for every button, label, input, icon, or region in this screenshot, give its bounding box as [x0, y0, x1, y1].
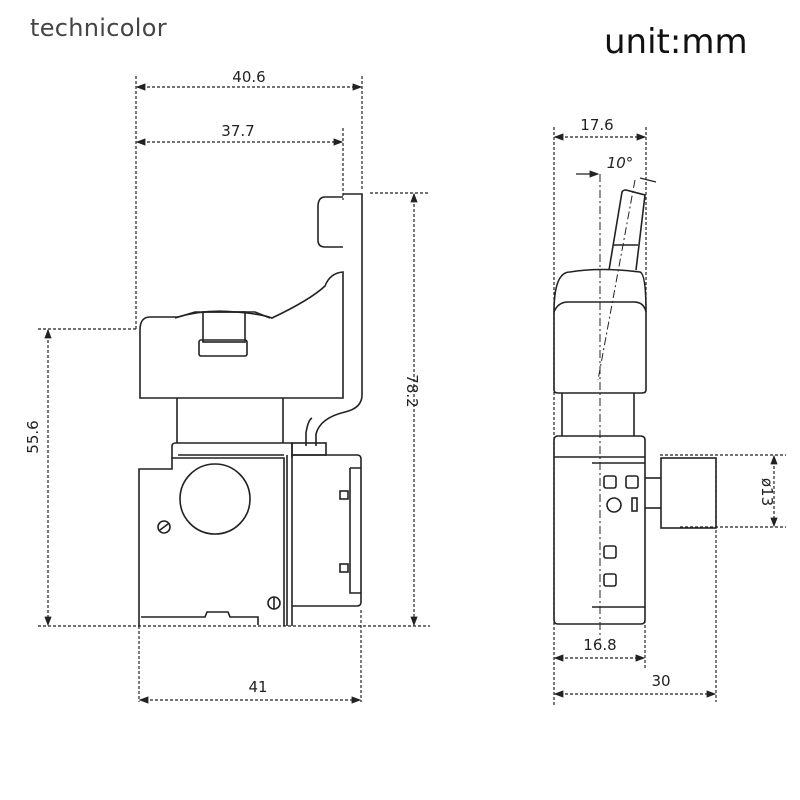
front-circle-window: [179, 463, 251, 535]
side-dimension-lines: [553, 133, 778, 698]
trigger-plunger-base: [198, 339, 248, 357]
lever-wire: [305, 417, 313, 446]
terminal-icon: [603, 545, 617, 559]
dim-side-bottom-overall: 30: [651, 672, 670, 690]
terminal-tab: [339, 490, 349, 500]
front-extension-lines: [38, 76, 430, 702]
center-lines: [597, 174, 636, 640]
trigger-hook: [317, 196, 343, 248]
lock-lever-arm: [315, 193, 363, 446]
dim-side-top: 17.6: [580, 116, 613, 134]
front-view: [38, 76, 430, 704]
terminal-hole-icon: [606, 497, 622, 513]
dim-front-left-height: 55.6: [24, 420, 42, 453]
side-trigger-cap: [553, 268, 647, 313]
side-housing: [553, 435, 646, 625]
brand-logo-text: technicolor: [30, 14, 167, 42]
housing-right: [292, 454, 362, 607]
terminal-icon: [603, 573, 617, 587]
dim-front-bottom: 41: [248, 678, 267, 696]
dim-front-top-overall: 40.6: [232, 68, 265, 86]
dim-front-top-inner: 37.7: [221, 122, 254, 140]
side-view: [553, 127, 786, 705]
trigger-body: [139, 271, 344, 399]
front-collar: [171, 442, 293, 458]
side-extension-lines: [553, 127, 786, 705]
screw-icon: [157, 520, 171, 534]
dim-side-bottom-inner: 16.8: [583, 636, 616, 654]
speed-knob: [660, 457, 717, 529]
terminal-icon: [625, 475, 639, 489]
front-dimension-lines: [44, 83, 418, 704]
housing-left: [138, 457, 285, 626]
terminal-rail: [349, 467, 361, 594]
dim-side-angle: 10°: [607, 154, 634, 172]
dim-side-diameter: ø13: [758, 478, 776, 506]
side-trigger-body: [553, 312, 647, 394]
bottom-notch: [141, 611, 259, 625]
terminal-icon: [603, 475, 617, 489]
trigger-cap-edge: [174, 311, 271, 319]
terminal-tab: [339, 563, 349, 573]
unit-label: unit:mm: [604, 22, 748, 62]
terminal-slot-icon: [631, 497, 638, 512]
front-collar-right: [291, 442, 327, 456]
side-lever: [608, 189, 646, 271]
trigger-plunger: [202, 311, 246, 343]
dim-front-right-height: 78.2: [403, 374, 421, 407]
